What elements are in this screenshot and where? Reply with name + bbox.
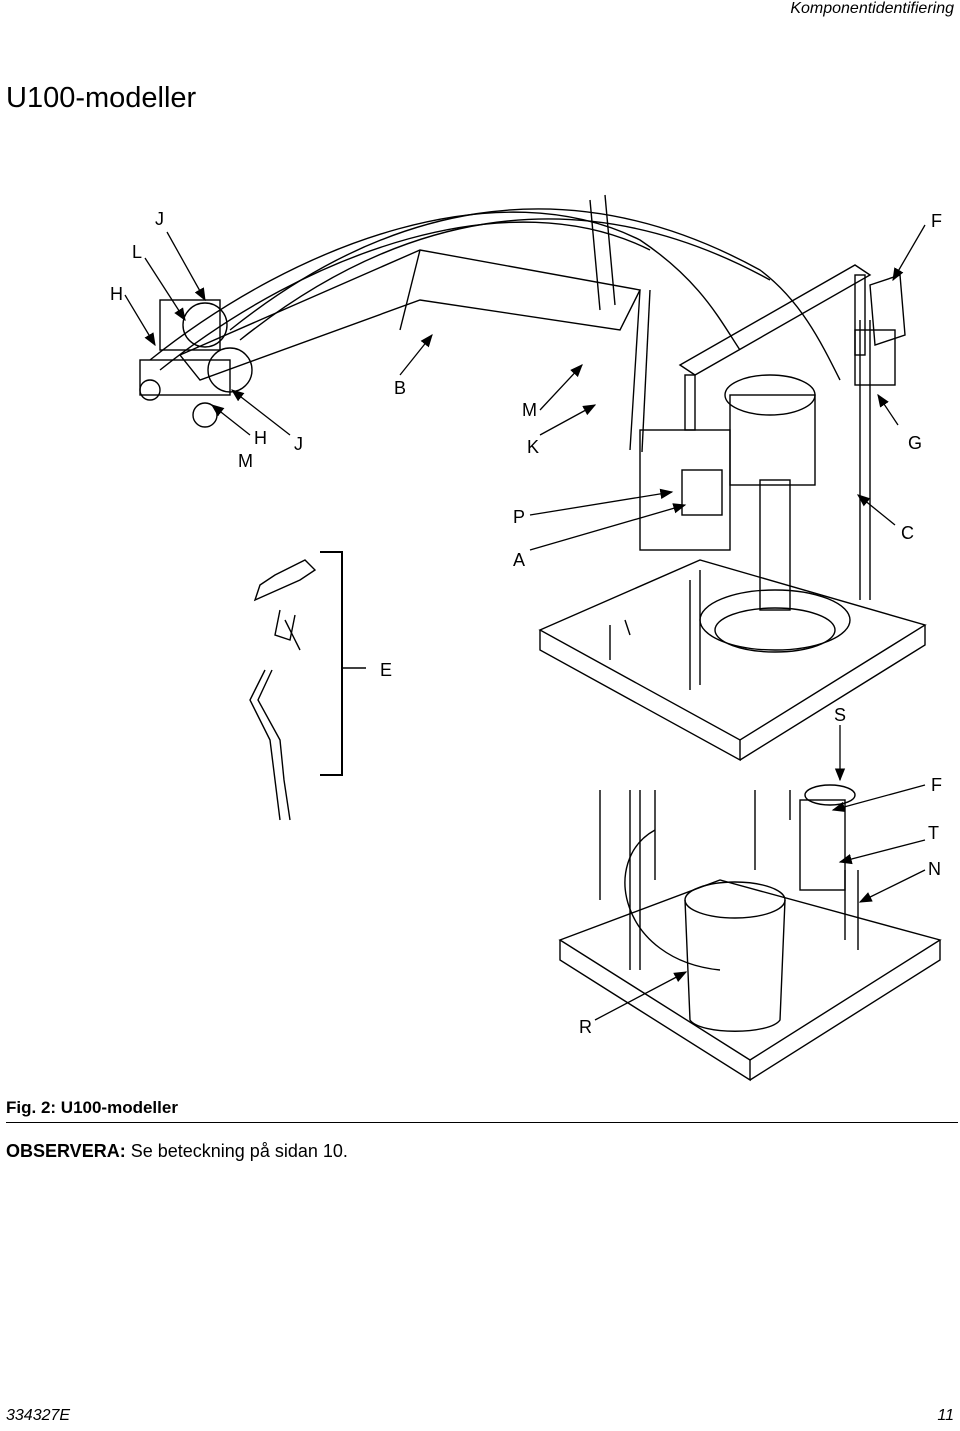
callout-F-top: F	[931, 211, 942, 231]
figure-caption-text: 2: U100-modeller	[40, 1098, 178, 1117]
callout-J-lower: J	[294, 434, 303, 454]
caption-rule	[6, 1122, 958, 1123]
callout-F-lower: F	[931, 775, 942, 795]
line-art	[139, 194, 942, 1082]
equipment-figure: J L H F B M H J M K G P C A E S F T N R	[0, 180, 960, 1090]
callout-C: C	[901, 523, 914, 543]
callout-L: L	[132, 242, 142, 262]
note-text: Se beteckning på sidan 10.	[130, 1141, 348, 1161]
callout-J-top: J	[155, 209, 164, 229]
callout-N: N	[928, 859, 941, 879]
callout-M-mid: M	[522, 400, 537, 420]
callout-T: T	[928, 823, 939, 843]
page-title: U100-modeller	[6, 82, 197, 114]
callout-E: E	[380, 660, 392, 680]
callout-S: S	[834, 705, 846, 725]
callout-R: R	[579, 1017, 592, 1037]
note-label: OBSERVERA:	[6, 1141, 126, 1161]
callout-K: K	[527, 437, 539, 457]
section-header: Komponentidentifiering	[790, 0, 954, 17]
callout-P: P	[513, 507, 525, 527]
callout-H-top: H	[110, 284, 123, 304]
callout-G: G	[908, 433, 922, 453]
callout-A: A	[513, 550, 525, 570]
footer-page-number: 11	[937, 1407, 954, 1424]
callout-M-lower: M	[238, 451, 253, 471]
note: OBSERVERA: Se beteckning på sidan 10.	[6, 1141, 348, 1162]
equipment-illustration: J L H F B M H J M K G P C A E S F T N R	[110, 194, 942, 1082]
callout-B: B	[394, 378, 406, 398]
footer-doc-number: 334327E	[6, 1407, 71, 1424]
figure-caption-prefix: Fig.	[6, 1098, 37, 1117]
callout-H-lower: H	[254, 428, 267, 448]
figure-caption: Fig. 2: U100-modeller	[6, 1098, 178, 1118]
